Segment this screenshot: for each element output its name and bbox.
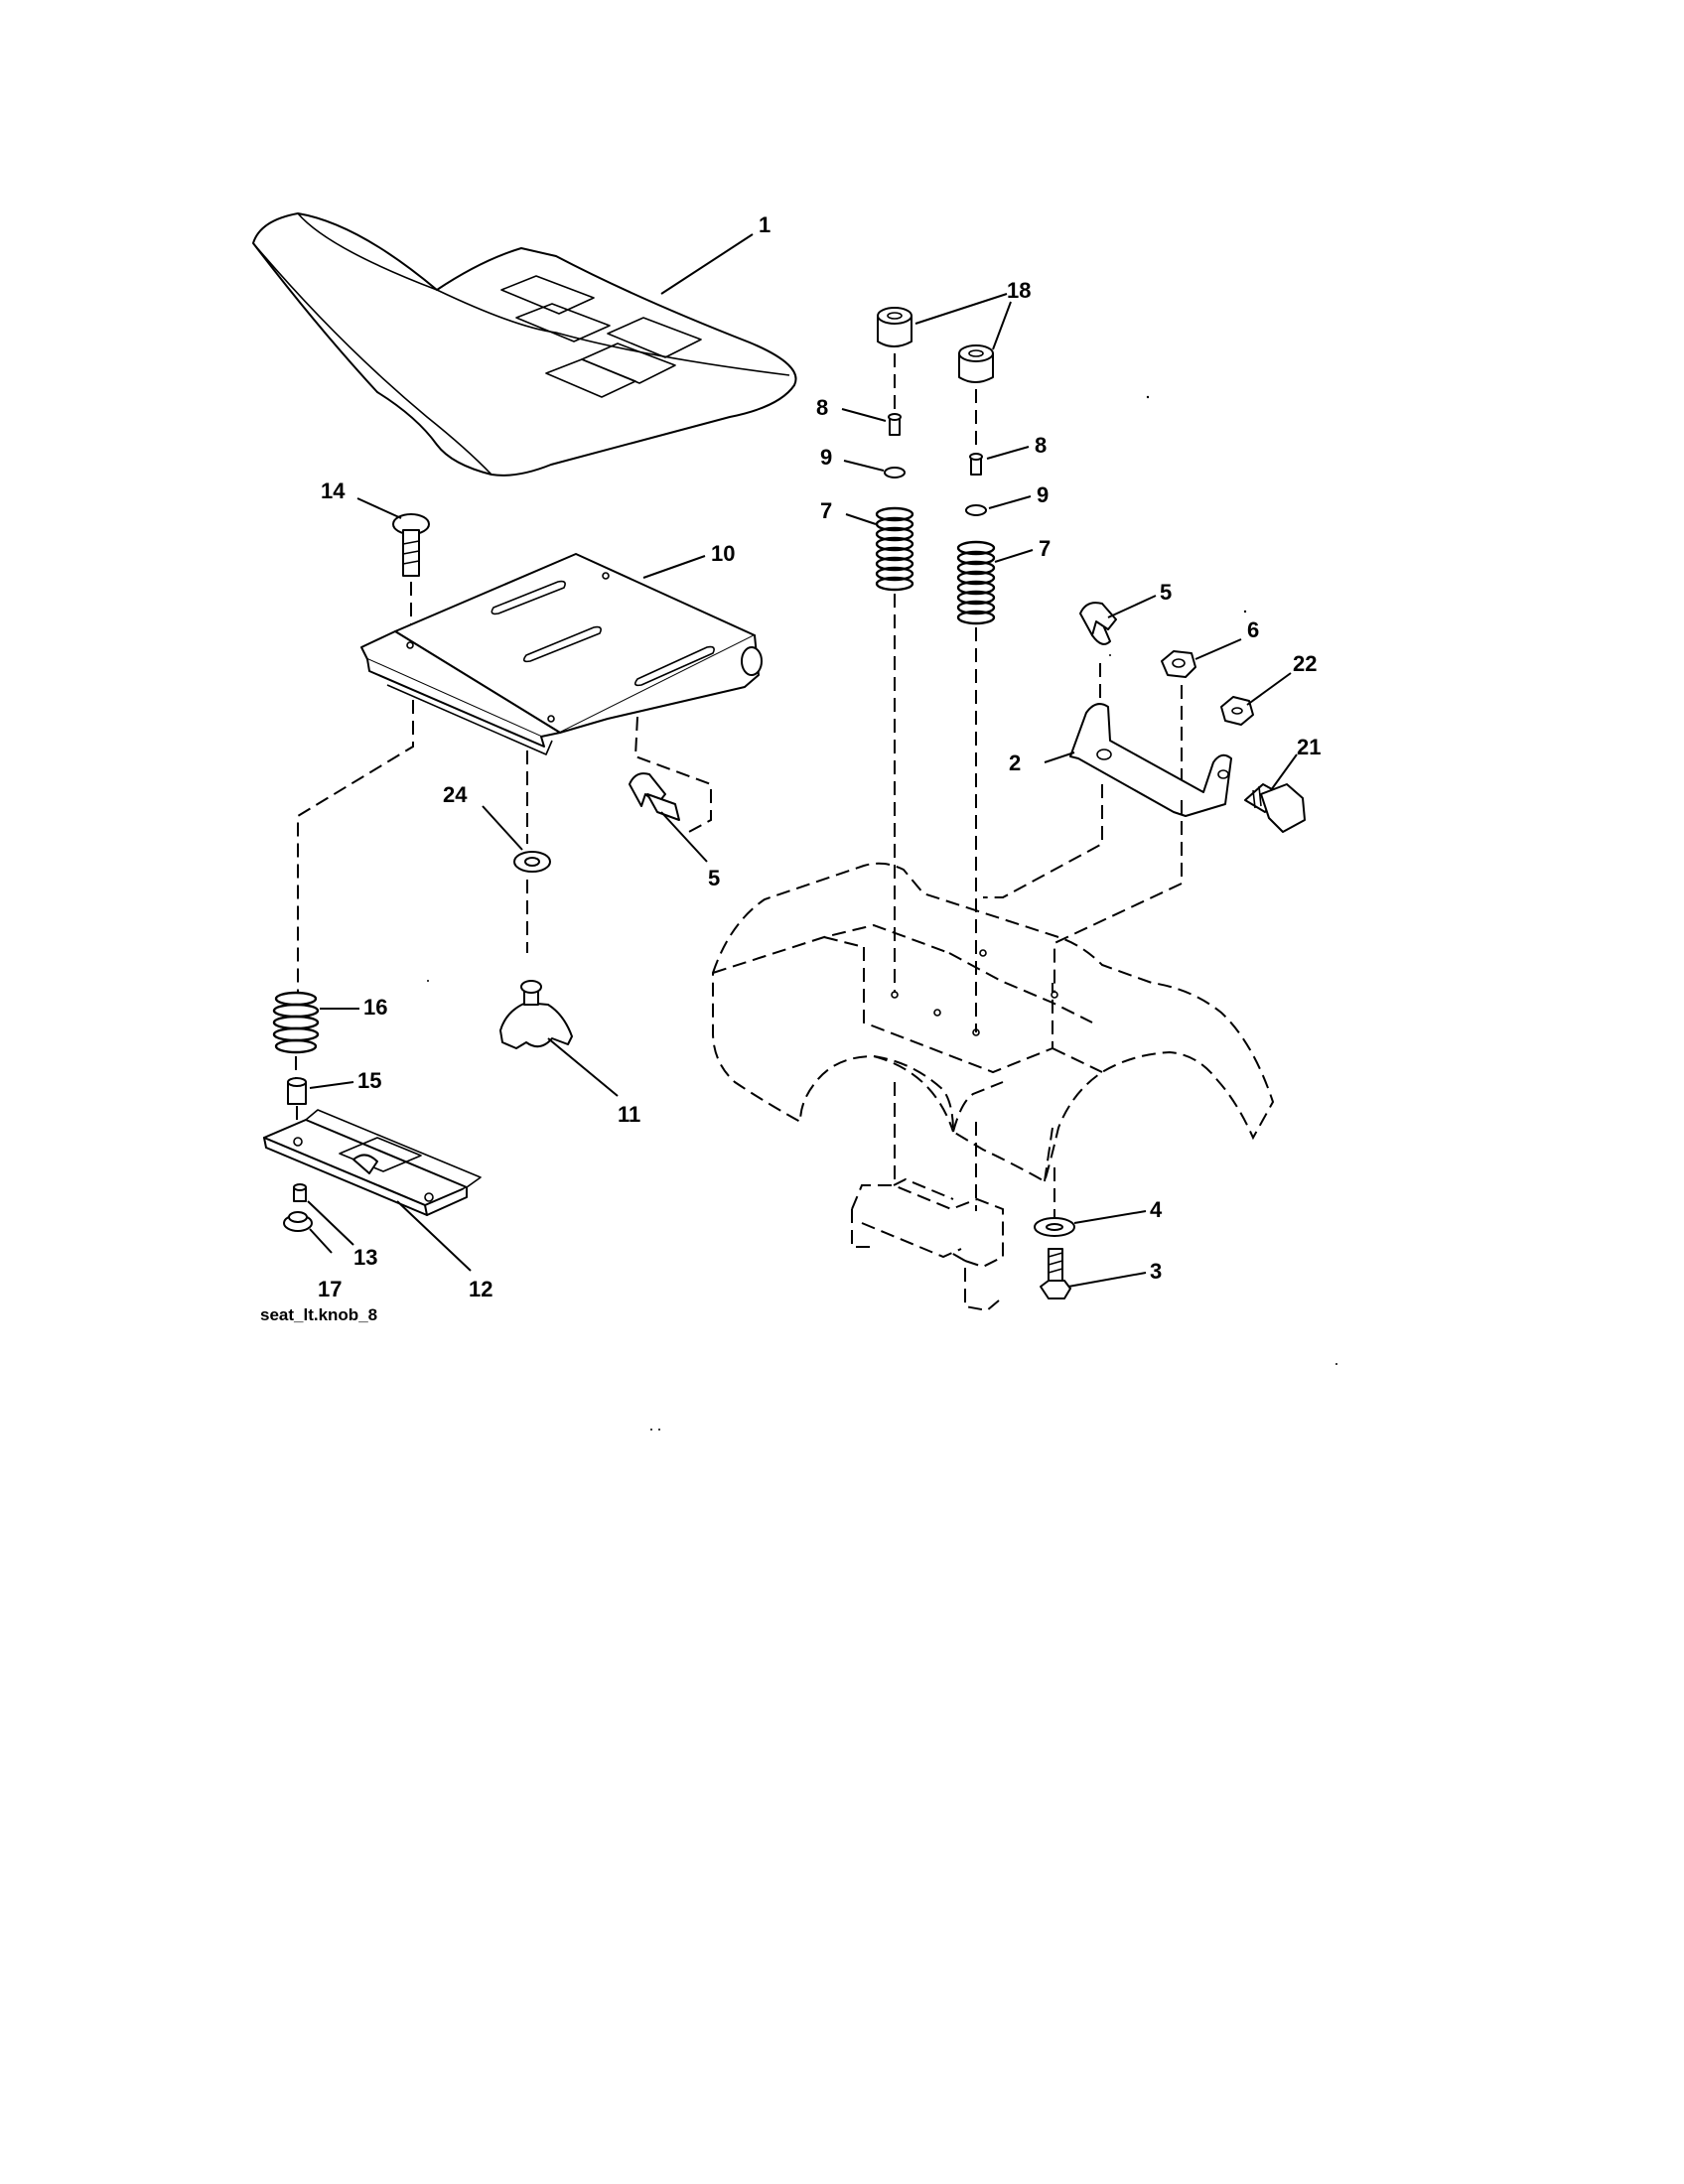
callout-12: 12 (469, 1277, 492, 1301)
callout-14: 14 (321, 478, 346, 503)
callout-16: 16 (363, 995, 387, 1020)
washer-part-4: 4 (1034, 1197, 1163, 1237)
assembly-lines-seat-pan (297, 700, 712, 993)
callout-5-left: 5 (708, 866, 720, 890)
spring-stack-right: 8 9 7 (956, 389, 1051, 1032)
callout-7-right: 7 (1039, 536, 1051, 561)
nut-part-13: 13 (293, 1183, 377, 1270)
callout-3: 3 (1150, 1259, 1162, 1284)
callout-21: 21 (1297, 735, 1321, 759)
spring-stack-left: 8 9 7 (816, 353, 914, 993)
shoulder-bolt-part-21: 21 (1244, 735, 1321, 833)
callout-9-right: 9 (1037, 482, 1049, 507)
callout-9-left: 9 (820, 445, 832, 470)
knob-part-11: 11 (499, 980, 640, 1127)
flange-nut-part-17: 17 (283, 1211, 342, 1301)
seat-part-1: 1 (252, 212, 797, 477)
carriage-bolt-part-14: 14 (321, 478, 430, 627)
callout-2: 2 (1009, 751, 1021, 775)
bolt-part-3: 3 (1040, 1248, 1162, 1299)
callout-22: 22 (1293, 651, 1317, 676)
seat-pan-part-10: 10 (360, 541, 763, 755)
frame-bracket-outline (851, 1082, 1055, 1312)
callout-4: 4 (1150, 1197, 1163, 1222)
washer-part-24: 24 (443, 782, 551, 873)
fender-chassis-outline (712, 862, 1275, 1183)
clip-part-5-right: 5 (1079, 580, 1172, 715)
clip-part-5-left: 5 (629, 772, 720, 890)
callout-6: 6 (1247, 617, 1259, 642)
callout-15: 15 (357, 1068, 381, 1093)
callout-1: 1 (759, 212, 771, 237)
scan-specks (427, 395, 1337, 1431)
bracket-part-2: 2 (983, 703, 1232, 993)
callout-10: 10 (711, 541, 735, 566)
callout-8-left: 8 (816, 395, 828, 420)
spacers-part-18: 18 (877, 278, 1031, 383)
callout-7-left: 7 (820, 498, 832, 523)
spacer-part-15: 15 (287, 1068, 381, 1124)
callout-17: 17 (318, 1277, 342, 1301)
nut-part-22: 22 (1220, 651, 1317, 726)
slide-plate-part-12: 12 (263, 1109, 492, 1301)
callout-5-right: 5 (1160, 580, 1172, 605)
callout-24: 24 (443, 782, 468, 807)
callout-13: 13 (353, 1245, 377, 1270)
callout-11: 11 (618, 1102, 640, 1127)
callout-18: 18 (1007, 278, 1031, 303)
hex-nut-part-6: 6 (1161, 617, 1259, 784)
diagram-caption: seat_lt.knob_8 (260, 1305, 377, 1324)
spring-part-16: 16 (272, 991, 387, 1078)
callout-8-right: 8 (1035, 433, 1047, 458)
